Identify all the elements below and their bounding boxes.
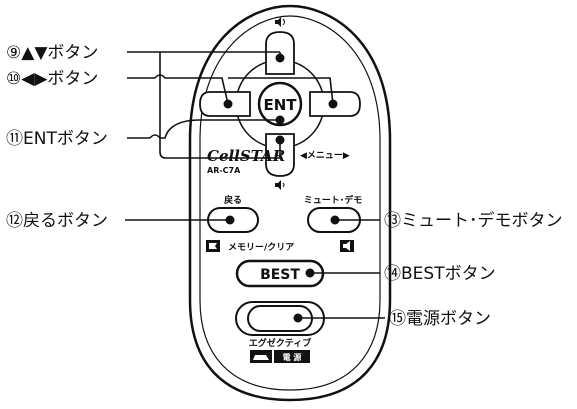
mute-speaker-icon [340, 240, 354, 252]
power-label-box [274, 350, 310, 363]
menu-label: ◀メニュー▶ [300, 150, 350, 161]
ent-button[interactable]: ENT [257, 81, 303, 127]
brand-logo: CellSTAR [207, 147, 285, 165]
model-label: AR-C7A [207, 166, 241, 175]
car-icon [250, 350, 272, 363]
memory-clear-label: メモリー/クリア [228, 242, 294, 253]
callout-ent: ⑪ENTボタン [6, 129, 108, 149]
flag-icon [206, 240, 220, 252]
ent-label: ENT [263, 96, 297, 114]
best-label: BEST [260, 267, 300, 283]
callout-power: ⑮電源ボタン [389, 309, 491, 329]
leader-lines [125, 51, 385, 319]
callout-left-right: ⑩◀▶ボタン [6, 69, 98, 89]
remote-inner-outline [199, 15, 381, 391]
leader-dots [223, 53, 340, 323]
back-label: 戻る [223, 194, 242, 206]
mute-demo-label: ミュート･デモ [304, 194, 363, 206]
callout-best: ⑭BESTボタン [384, 264, 496, 284]
callout-up-down: ⑨▲▼ボタン [6, 43, 98, 63]
callout-back: ⑫戻るボタン [6, 211, 108, 231]
executive-label: エグゼクティブ [249, 337, 311, 349]
speaker-up-icon [275, 17, 285, 27]
best-button[interactable]: BEST [235, 259, 325, 288]
callout-mute-demo: ⑬ミュート･デモボタン [384, 210, 563, 231]
power-label: 電 源 [283, 352, 302, 362]
speaker-down-icon [275, 180, 285, 190]
